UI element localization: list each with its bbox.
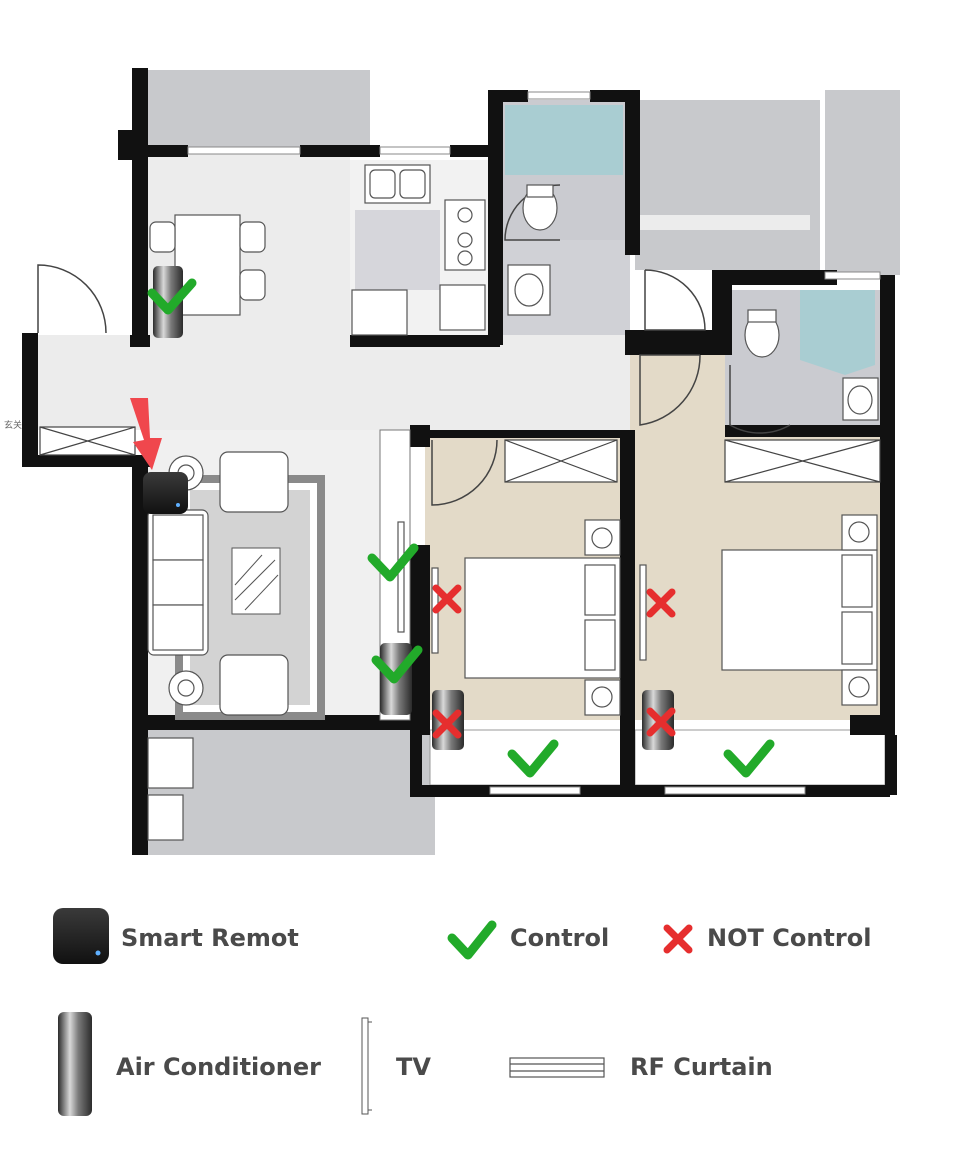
hallway-floor	[35, 335, 635, 430]
laundry-appliances	[147, 737, 194, 841]
cross-bedroom-2-tv	[646, 588, 676, 618]
smart-remote-placement	[130, 398, 188, 514]
shower-1	[505, 105, 623, 175]
control-marks	[147, 278, 775, 778]
legend-icons	[53, 908, 693, 1116]
bathroom-fixtures	[507, 184, 879, 421]
air-conditioner-dining	[153, 266, 183, 338]
legend-not-control-label: NOT Control	[707, 924, 872, 952]
legend-check-icon	[447, 920, 497, 960]
check-dining-ac	[147, 278, 197, 315]
legend-smart-remote-icon	[53, 908, 109, 964]
legend-air-conditioner-label: Air Conditioner	[116, 1053, 321, 1081]
legend-rf-curtain-icon	[509, 1057, 605, 1078]
windows	[187, 91, 881, 795]
not-control-marks	[432, 584, 676, 739]
entrance-label: 玄关	[4, 421, 23, 431]
cross-bedroom-1-tv	[432, 584, 462, 614]
tv-bedroom-2	[639, 564, 647, 661]
legend-tv-icon	[361, 1017, 372, 1115]
living-furniture	[147, 429, 411, 721]
cross-bedroom-2-ac	[646, 707, 676, 737]
legend-cross-icon	[663, 924, 693, 954]
cross-bedroom-1-ac	[432, 709, 462, 739]
legend-rf-curtain-label: RF Curtain	[630, 1053, 773, 1081]
bedroom-1-furniture	[464, 519, 621, 716]
legend-smart-remote-label: Smart Remot	[121, 924, 299, 952]
legend-tv-label: TV	[396, 1053, 431, 1081]
smart-remote-device	[143, 472, 188, 514]
arrow-indicator	[130, 398, 162, 470]
doors	[37, 184, 791, 506]
legend-control-label: Control	[510, 924, 610, 952]
check-bedroom-2-curtain	[723, 739, 775, 778]
tv-living	[397, 521, 405, 633]
balcony-top-right	[825, 90, 900, 275]
balcony-top-left	[145, 70, 370, 150]
legend-air-conditioner-icon	[58, 1012, 92, 1116]
check-living-tv	[367, 543, 419, 582]
storage-room	[635, 100, 820, 270]
bedroom-2-furniture	[721, 514, 878, 706]
shower-2	[800, 290, 875, 375]
check-bedroom-1-curtain	[507, 739, 559, 778]
kitchen-furniture	[351, 164, 486, 336]
check-living-ac	[371, 645, 423, 684]
dining-furniture	[149, 214, 266, 316]
curtain-boxes	[39, 426, 881, 483]
